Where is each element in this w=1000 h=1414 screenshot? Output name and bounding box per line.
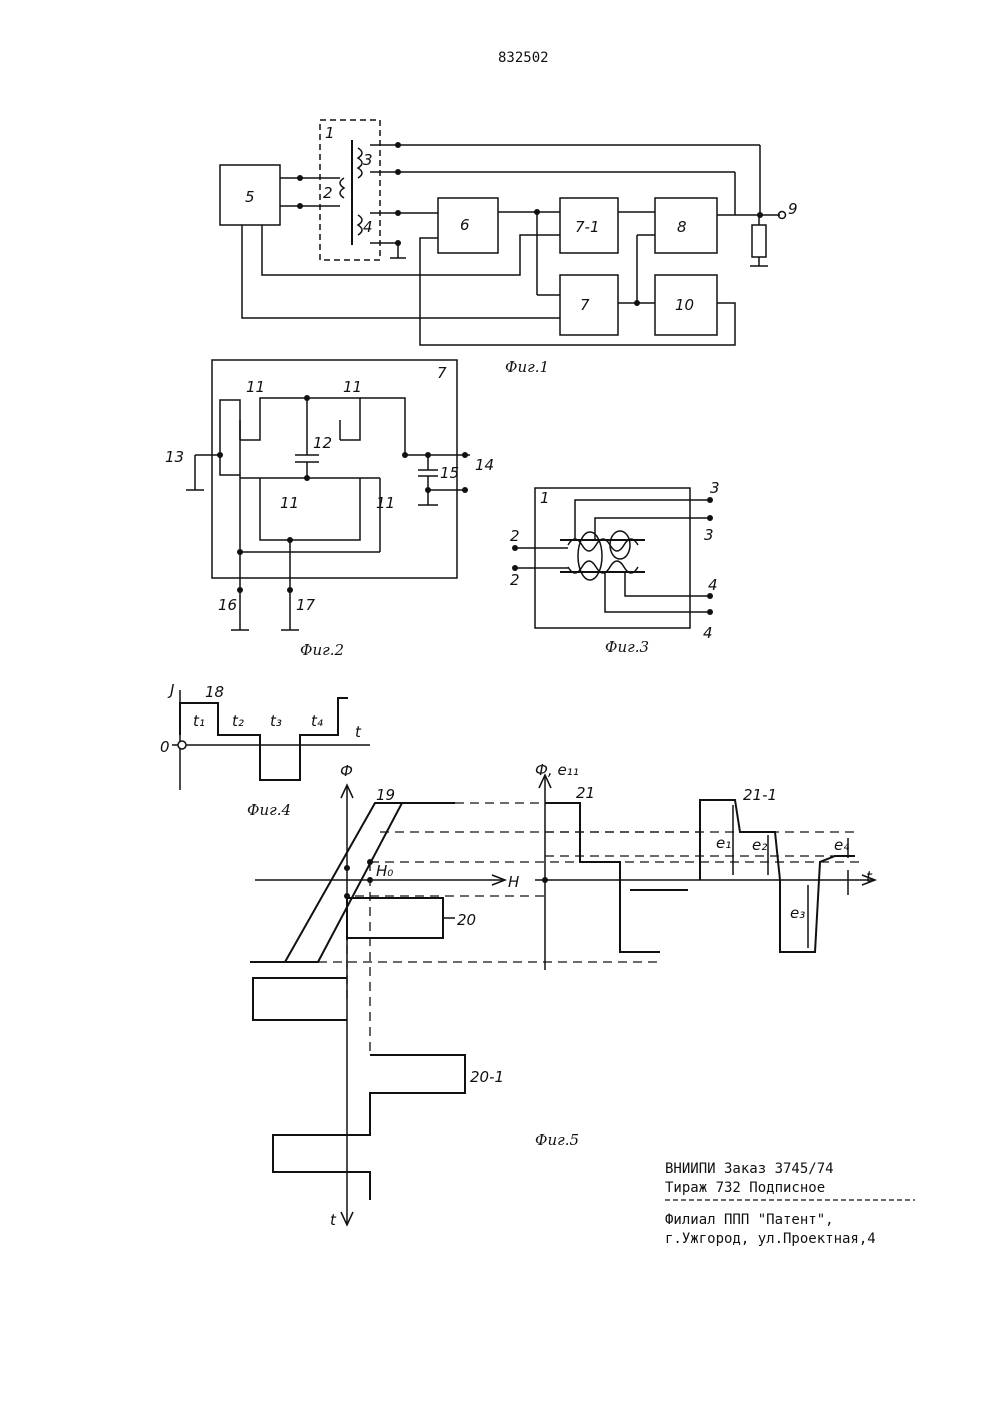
label-right-4a: 4 — [708, 576, 718, 594]
fig5-label-21: 21 — [576, 784, 595, 802]
label-left-bottom-2: 2 — [510, 571, 520, 589]
fig4-label-t3: t₃ — [270, 712, 282, 730]
label-transistor-11-a: 11 — [246, 378, 265, 396]
fig4-label-t1: t₁ — [193, 712, 205, 730]
label-output-9: 9 — [788, 200, 798, 218]
fig4-pulse-waveform — [180, 698, 348, 780]
fig5-label-19: 19 — [376, 786, 395, 804]
label-input-13: 13 — [165, 448, 184, 466]
label-winding-4: 4 — [363, 218, 373, 236]
label-winding-2: 2 — [323, 184, 333, 202]
label-transformer-1: 1 — [325, 124, 335, 142]
fig5-curve-20-lower — [253, 978, 347, 1020]
winding-2-coil — [340, 178, 344, 198]
fig5-label-t-down: t — [330, 1211, 337, 1229]
patent-number: 832502 — [498, 50, 549, 66]
label-block-7: 7 — [580, 296, 590, 314]
label-output-14: 14 — [475, 456, 494, 474]
label-block-7-fig2: 7 — [437, 364, 447, 382]
fig5-label-21-1: 21-1 — [743, 786, 777, 804]
fig5-curve-21-1 — [700, 800, 855, 952]
footer-line-2: Тираж 732 Подписное — [665, 1180, 825, 1196]
figure-1-block-diagram: 1 3 2 4 5 6 — [220, 120, 798, 376]
fig1-caption: Фиг.1 — [505, 358, 549, 376]
label-right-3a: 3 — [710, 479, 720, 497]
fig5-label-e2: e₂ — [752, 836, 767, 854]
figure-2-circuit: 7 13 12 11 11 11 11 — [165, 360, 494, 659]
label-transistor-11-b: 11 — [343, 378, 362, 396]
label-transistor-11-d: 11 — [376, 494, 395, 512]
label-capacitor-12: 12 — [313, 434, 332, 452]
figure-5-flux-diagrams: Ф t H H₀ 19 20 20-1 Ф — [250, 761, 875, 1229]
load-resistor — [752, 225, 766, 257]
fig5-curve-20 — [347, 898, 443, 940]
winding-3-coil — [358, 148, 362, 178]
fig2-caption: Фиг.2 — [300, 641, 344, 659]
fig5-curve-20-1 — [273, 1055, 465, 1200]
winding-4-coil — [358, 215, 362, 235]
fig5-label-t-right: t — [866, 868, 873, 886]
fig5-caption: Фиг.5 — [535, 1131, 579, 1149]
figure-4-current-pulse: J 18 0 t t₁ t₂ t₃ t₄ Фиг.4 — [160, 681, 370, 819]
core-1-outline — [535, 488, 690, 628]
figure-3-core-windings: 1 2 2 3 3 4 4 Фиг.3 — [510, 479, 720, 656]
fig5-label-20-1: 20-1 — [470, 1068, 504, 1086]
label-left-top-2: 2 — [510, 527, 520, 545]
fig5-label-h: H — [508, 873, 519, 891]
fig4-caption: Фиг.4 — [247, 801, 291, 819]
fig5-label-e1: e₁ — [716, 834, 731, 852]
fig3-caption: Фиг.3 — [605, 638, 649, 656]
label-transistor-11-c: 11 — [280, 494, 299, 512]
fig5-curve-21 — [545, 803, 660, 952]
label-block-8: 8 — [677, 218, 687, 236]
label-right-3b: 3 — [704, 526, 714, 544]
fig4-label-t2: t₂ — [232, 712, 244, 730]
fig5-label-20: 20 — [457, 911, 476, 929]
fig4-label-origin: 0 — [160, 738, 170, 756]
label-terminal-17: 17 — [296, 596, 316, 614]
footer-line-3: Филиал ППП "Патент", — [665, 1212, 834, 1228]
label-right-4b: 4 — [703, 624, 713, 642]
fig5-label-phi-e: Ф, e₁₁ — [535, 761, 579, 779]
fig5-label-h0: H₀ — [376, 862, 393, 880]
label-block-7-1: 7-1 — [575, 218, 600, 236]
label-winding-3: 3 — [363, 151, 373, 169]
fig4-label-j: J — [167, 681, 174, 699]
fig4-label-t4: t₄ — [311, 712, 323, 730]
label-block-10: 10 — [675, 296, 694, 314]
label-capacitor-15: 15 — [440, 464, 459, 482]
fig5-label-e3: e₃ — [790, 904, 805, 922]
fig5-label-phi: Ф — [340, 762, 353, 780]
fig5-label-e4: e₄ — [834, 836, 849, 854]
label-block-6: 6 — [460, 216, 470, 234]
publisher-footer: ВНИИПИ Заказ 3745/74 Тираж 732 Подписное… — [665, 1161, 915, 1247]
label-block-5: 5 — [245, 188, 255, 206]
footer-line-4: г.Ужгород, ул.Проектная,4 — [665, 1231, 876, 1247]
fig4-label-18: 18 — [205, 683, 224, 701]
label-terminal-16: 16 — [218, 596, 237, 614]
footer-line-1: ВНИИПИ Заказ 3745/74 — [665, 1161, 834, 1177]
fig4-label-t: t — [355, 723, 362, 741]
label-core-1: 1 — [540, 489, 550, 507]
